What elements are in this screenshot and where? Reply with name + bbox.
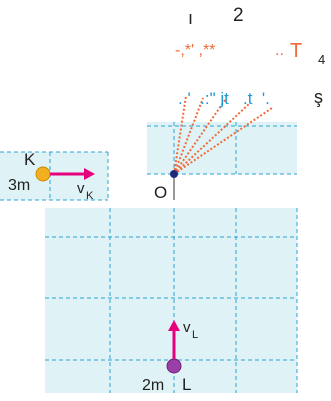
top-label-2-T: T	[290, 40, 302, 62]
velocity-K-subscript: K	[86, 190, 94, 202]
velocity-K-arrow-head	[84, 168, 95, 180]
top-label-3-blue: . ' .:" jt .t '.	[178, 89, 270, 108]
top-label-2-dots: ..	[275, 42, 284, 59]
velocity-L-label: v	[183, 319, 191, 336]
top-label-1-right: 2	[233, 5, 244, 26]
path-fan	[173, 95, 273, 175]
particle-K-mass: 3m	[8, 177, 30, 194]
grid-top-block	[147, 122, 297, 174]
particle-L-name: L	[182, 375, 191, 394]
velocity-L-arrow-head	[168, 320, 180, 331]
top-label-1-left: ı	[188, 8, 193, 28]
velocity-L-subscript: L	[192, 329, 198, 341]
particle-K-name: K	[24, 150, 36, 169]
point-O-marker	[170, 170, 178, 178]
particle-L	[166, 358, 182, 374]
top-label-2-orange: -,*' ,**	[175, 42, 215, 59]
particle-L-mass: 2m	[142, 377, 164, 394]
point-O-label: O	[154, 183, 167, 202]
top-label-3-s: ş	[314, 87, 323, 107]
velocity-K-label: v	[77, 180, 85, 197]
top-label-2-4: 4	[318, 52, 325, 67]
particle-K	[35, 166, 51, 182]
